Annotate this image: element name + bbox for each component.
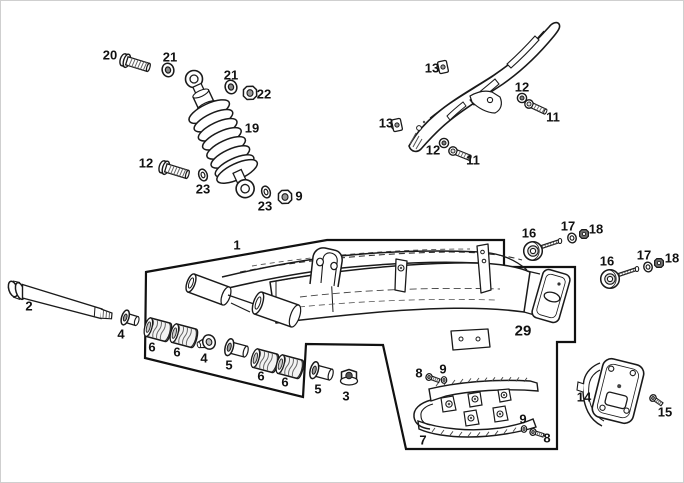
guard-bolt-11-a [522, 97, 549, 117]
pivot-bearing-6-a [141, 316, 174, 344]
callout-7: 7 [419, 432, 427, 448]
shock-washer-23-a [196, 167, 210, 183]
swingarm-drawing [185, 243, 571, 351]
pivot-bushing-5-b [307, 360, 336, 385]
spacer-ring-4 [194, 332, 218, 354]
callout-6-d: 6 [281, 374, 289, 390]
callout-23-a: 23 [195, 181, 211, 197]
callout-13-a: 13 [424, 60, 440, 76]
callout-13-b: 13 [378, 115, 394, 131]
flanged-nut-3 [339, 368, 359, 386]
callout-17-a: 17 [560, 218, 576, 234]
callout-18-a: 18 [588, 221, 604, 237]
callout-4-b: 4 [200, 350, 208, 366]
callout-21-a: 21 [162, 49, 178, 65]
callout-8-a: 8 [415, 365, 423, 381]
callout-6-a: 6 [148, 339, 156, 355]
callout-20: 20 [102, 47, 118, 63]
swingarm-group-outline [143, 238, 577, 451]
callout-19: 19 [244, 120, 260, 136]
slider-screw-8-b [528, 427, 546, 440]
pivot-bearing-6-d [273, 353, 306, 381]
roller-nut-18-b [653, 258, 665, 268]
roller-washer-17-b [642, 260, 654, 274]
callout-11-a: 11 [546, 109, 560, 125]
callout-15: 15 [657, 404, 673, 420]
callout-29: 29 [514, 322, 532, 340]
callout-22: 22 [256, 86, 272, 102]
callout-5-b: 5 [314, 381, 322, 397]
shock-nut-22 [242, 85, 258, 101]
rear-axle-bolt-drawing [7, 280, 113, 320]
callout-12-b: 12 [514, 79, 530, 95]
shock-nut-9 [277, 189, 293, 205]
pivot-bearing-6-c [248, 347, 281, 375]
callout-18-b: 18 [664, 250, 680, 266]
callout-1: 1 [233, 237, 241, 253]
callout-11-b: 11 [466, 152, 480, 168]
callout-9-b: 9 [439, 361, 447, 377]
guard-washer-12-b [438, 137, 450, 149]
slider-washer-9-b [520, 425, 528, 433]
roller-nut-18-a [578, 229, 590, 239]
chain-roller-16-b [599, 265, 640, 290]
callout-17-b: 17 [636, 247, 652, 263]
slider-washer-9-a [440, 376, 448, 384]
callout-2: 2 [25, 298, 33, 314]
slider-screw-8-a [424, 372, 442, 385]
callout-12-a: 12 [138, 155, 154, 171]
chain-guard-drawing [408, 21, 561, 153]
shock-lower-bolt-12 [156, 158, 192, 183]
shock-washer-23-b [259, 184, 273, 200]
callout-8-b: 8 [543, 430, 551, 446]
callout-6-b: 6 [173, 344, 181, 360]
shock-absorber-drawing [184, 69, 259, 199]
callout-6-c: 6 [257, 368, 265, 384]
callout-21-b: 21 [223, 67, 239, 83]
callout-9-a: 9 [295, 188, 303, 204]
callout-23-b: 23 [257, 198, 273, 214]
callout-9-c: 9 [519, 411, 527, 427]
callout-14: 14 [576, 389, 592, 405]
callout-5-a: 5 [225, 357, 233, 373]
callout-16-b: 16 [599, 253, 615, 269]
callout-12-c: 12 [425, 142, 441, 158]
chain-slider-drawing [413, 376, 539, 438]
mount-bracket-drawing [576, 357, 645, 427]
chain-roller-16-a [522, 237, 563, 262]
roller-washer-17-a [566, 231, 578, 245]
callout-16-a: 16 [521, 225, 537, 241]
callout-3: 3 [342, 388, 350, 404]
callout-4-a: 4 [117, 326, 125, 342]
shock-upper-bolt-20 [117, 51, 153, 76]
